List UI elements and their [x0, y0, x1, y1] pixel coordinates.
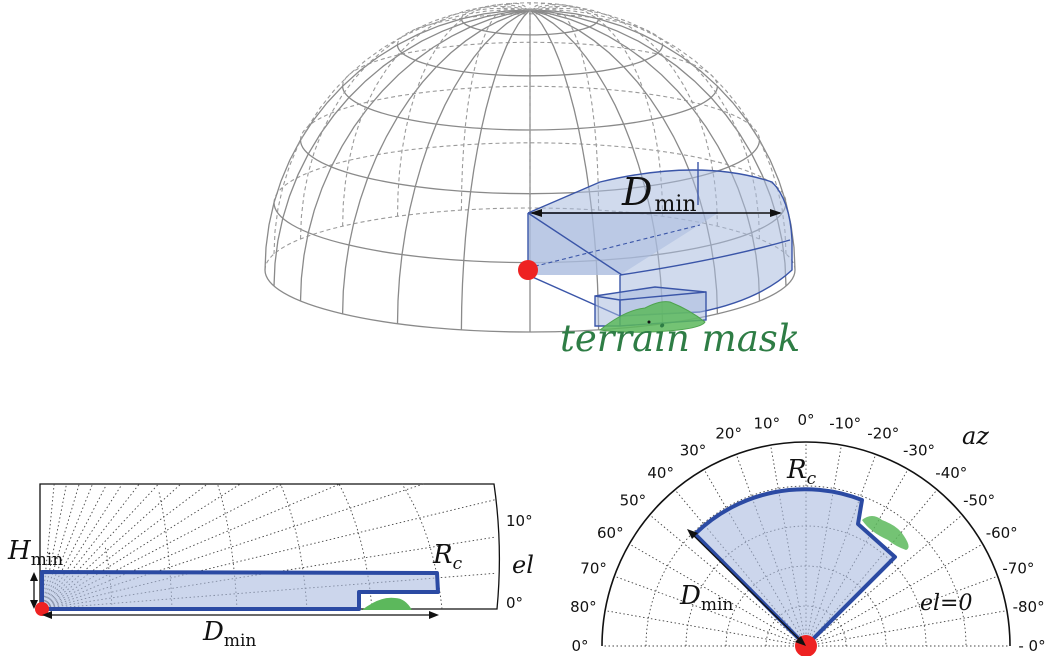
- meridian-line: [299, 7, 531, 240]
- elevation-observer: [35, 602, 49, 616]
- latitude-ring-back: [299, 85, 761, 141]
- azimuth-tick-label: 30°: [680, 441, 707, 459]
- elevation-arc: [217, 483, 238, 610]
- azimuth-tick-label: 60°: [597, 524, 624, 542]
- elevation-radial: [41, 483, 241, 610]
- azimuth-region: [693, 487, 897, 648]
- elevation-tick-10: 10°: [506, 512, 533, 530]
- latitude-ring-back: [273, 142, 787, 203]
- azimuth-tick-labels: 0° 10° 20° 30° 40°50° 60° 70° 80° 0° -10° -20°-30°…: [570, 411, 1046, 655]
- azimuth-panel: Dmin Rc el=0 az 0° 10° 20° 30° 40°50° 60° 70° 8…: [570, 411, 1046, 656]
- meridian-line: [529, 9, 787, 255]
- azimuth-tick-label: 70°: [580, 560, 607, 578]
- meridian-line: [299, 9, 531, 302]
- meridian-line: [264, 9, 531, 271]
- azimuth-tick-label: - 0°: [1018, 637, 1045, 655]
- elevation-panel: Hmin Dmin Rc 10° 0° el: [7, 483, 534, 651]
- terrain-mask-shape: [598, 301, 706, 333]
- azimuth-tick-label: -50°: [963, 492, 995, 510]
- azimuth-panel-frame: [601, 441, 1011, 647]
- observer-marker: [518, 260, 538, 280]
- azimuth-tick-label: 80°: [570, 598, 597, 616]
- coverage-volume: [527, 162, 793, 327]
- azimuth-tick-label: -40°: [935, 464, 967, 482]
- elevation-arc: [158, 491, 173, 610]
- meridian-line: [396, 4, 531, 217]
- meridian-line: [529, 9, 600, 330]
- hemisphere-wireframe: [264, 2, 796, 333]
- azimuth-el-note: el=0: [920, 591, 973, 616]
- meridian-line: [529, 5, 718, 227]
- meridian-line: [273, 9, 531, 287]
- azimuth-tick-label: -10°: [829, 414, 861, 432]
- azimuth-axis-label: az: [962, 422, 989, 450]
- terrain-mask-label: terrain mask: [560, 317, 800, 360]
- azimuth-tick-label: -80°: [1013, 598, 1045, 616]
- meridian-line: [273, 9, 531, 255]
- azimuth-ring: [765, 605, 847, 647]
- meridian-line: [341, 9, 531, 314]
- azimuth-tick-label: 0°: [571, 637, 588, 655]
- azimuth-tick-label: -60°: [986, 524, 1018, 542]
- meridian-line: [529, 2, 600, 211]
- azimuth-rc-label: Rc: [786, 455, 817, 489]
- dome-dmin-label: Dmin: [621, 170, 697, 217]
- azimuth-tick-label: 40°: [647, 464, 674, 482]
- azimuth-tick-label: -30°: [903, 441, 935, 459]
- elevation-radial: [41, 483, 182, 610]
- elevation-dmin-arrow: [42, 611, 439, 619]
- azimuth-tick-label: -20°: [867, 425, 899, 443]
- azimuth-dmin-label: Dmin: [679, 581, 733, 615]
- azimuth-tick-label: -70°: [1002, 560, 1034, 578]
- elevation-axis-label: el: [512, 551, 534, 579]
- elevation-tick-0: 0°: [506, 594, 523, 612]
- elevation-radial: [41, 483, 424, 610]
- elevation-dmin-label: Dmin: [202, 617, 256, 651]
- elevation-radial: [41, 483, 80, 610]
- elevation-arc: [401, 483, 443, 610]
- elevation-radial: [41, 483, 208, 610]
- hmin-label: Hmin: [7, 536, 63, 570]
- meridian-line: [529, 4, 664, 217]
- azimuth-terrain: [862, 516, 909, 550]
- azimuth-dmin-arrow: [687, 529, 806, 646]
- azimuth-tick-label: 20°: [715, 425, 742, 443]
- elevation-panel-frame: [39, 483, 501, 610]
- meridian-line: [460, 9, 531, 330]
- meridian-line: [529, 9, 796, 271]
- azimuth-tick-label: 10°: [754, 414, 781, 432]
- elevation-radial: [41, 483, 108, 610]
- meridian-line: [396, 9, 531, 324]
- meridian-line: [342, 5, 531, 227]
- elevation-radial: [41, 483, 341, 610]
- elevation-terrain: [362, 597, 412, 610]
- meridian-line: [460, 2, 531, 211]
- elevation-radial: [41, 499, 497, 610]
- meridian-line: [529, 7, 761, 240]
- azimuth-tick-label: 50°: [620, 492, 647, 510]
- azimuth-tick-label: 0°: [797, 411, 814, 429]
- dome-dmin-arrow: [530, 209, 782, 217]
- elevation-radial: [41, 483, 93, 610]
- azimuth-ring: [645, 485, 967, 647]
- elevation-rc-label: Rc: [432, 540, 463, 574]
- hmin-arrow: [30, 572, 38, 609]
